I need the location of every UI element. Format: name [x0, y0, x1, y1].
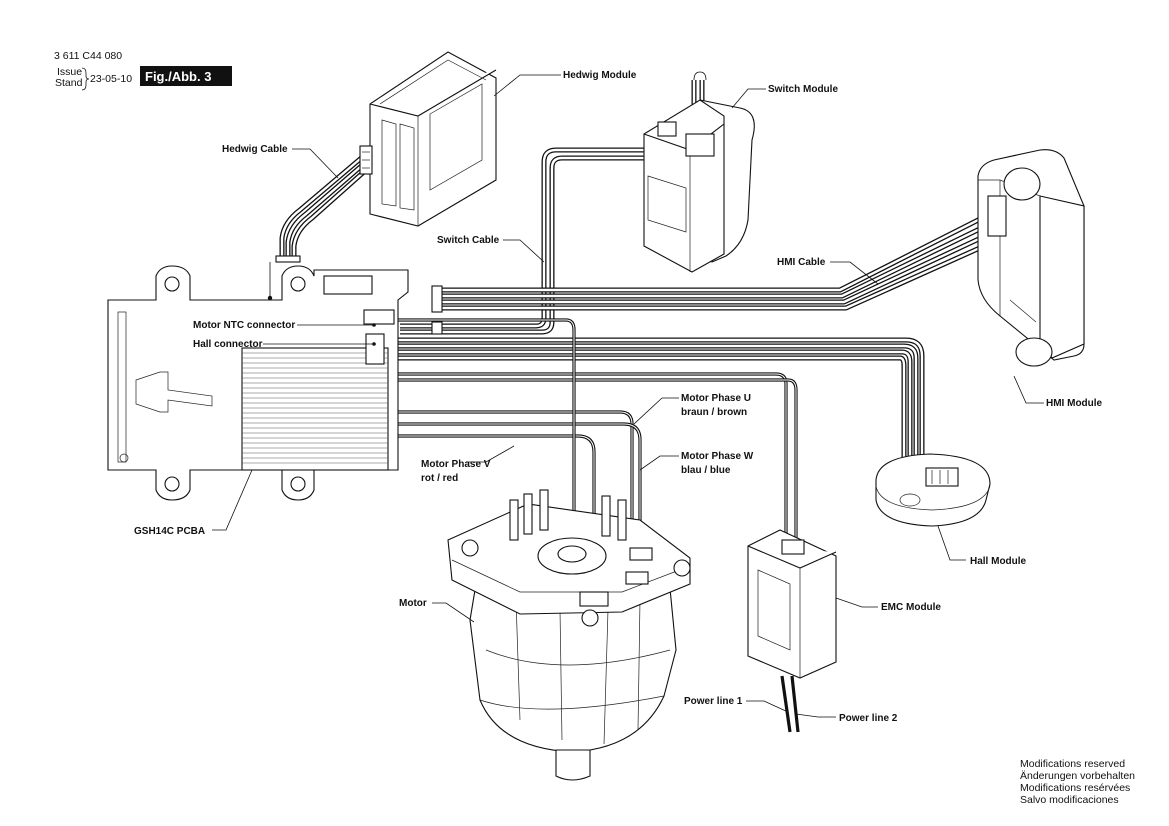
label-motor: Motor	[399, 598, 427, 609]
label-phase-u-color: braun / brown	[681, 407, 747, 418]
label-phase-w-color: blau / blue	[681, 465, 731, 476]
footer-fr: Modifications resérvées	[1020, 782, 1130, 794]
motor	[447, 489, 691, 781]
footer-notice: Modifications reserved Änderungen vorbeh…	[1020, 758, 1135, 806]
footer-de: Änderungen vorbehalten	[1020, 770, 1135, 782]
leader-lines	[212, 74, 1044, 718]
label-hall-connector: Hall connector	[193, 339, 263, 350]
hall-module	[875, 453, 991, 527]
connector-block	[363, 285, 443, 365]
hall-cable	[380, 337, 925, 484]
label-emc-module: EMC Module	[881, 602, 941, 613]
label-motor-phase-w: Motor Phase W	[681, 451, 754, 462]
issue-label: Issue	[57, 66, 82, 78]
issue-date: 23-05-10	[90, 73, 132, 85]
hmi-cable	[440, 211, 1004, 311]
label-hedwig-cable: Hedwig Cable	[222, 144, 288, 155]
hmi-module	[977, 149, 1085, 367]
power-lines	[390, 372, 800, 733]
switch-cable	[400, 71, 707, 335]
figure-label: Fig./Abb. 3	[145, 69, 211, 84]
pcba	[107, 265, 443, 501]
label-hmi-module: HMI Module	[1046, 398, 1103, 409]
label-pcba: GSH14C PCBA	[134, 526, 205, 537]
label-motor-ntc-connector: Motor NTC connector	[193, 320, 295, 331]
label-hall-module: Hall Module	[970, 556, 1027, 567]
footer-es: Salvo modificaciones	[1020, 794, 1119, 806]
hedwig-module	[359, 51, 497, 227]
label-power-line-1: Power line 1	[684, 696, 743, 707]
doc-number: 3 611 C44 080	[54, 50, 122, 62]
motor-phase-wires	[390, 318, 642, 592]
label-switch-module: Switch Module	[768, 84, 838, 95]
wiring-harness	[275, 71, 1004, 733]
stand-label: Stand	[55, 77, 83, 89]
label-switch-cable: Switch Cable	[437, 235, 500, 246]
figure-badge	[140, 66, 232, 86]
label-hedwig-module: Hedwig Module	[563, 70, 637, 81]
header-block: 3 611 C44 080 Issue Stand 23-05-10 Fig./…	[54, 50, 232, 91]
label-hmi-cable: HMI Cable	[777, 257, 826, 268]
emc-module	[747, 529, 837, 679]
label-phase-v-color: rot / red	[421, 473, 458, 484]
label-motor-phase-v: Motor Phase V	[421, 459, 491, 470]
label-power-line-2: Power line 2	[839, 713, 898, 724]
footer-en: Modifications reserved	[1020, 758, 1125, 770]
issue-brace	[81, 67, 90, 91]
label-motor-phase-u: Motor Phase U	[681, 393, 751, 404]
heatsink	[241, 347, 389, 471]
hedwig-cable	[275, 152, 368, 263]
labels: Hedwig Module Switch Module Hedwig Cable…	[134, 70, 1103, 724]
switch-module	[643, 99, 755, 273]
